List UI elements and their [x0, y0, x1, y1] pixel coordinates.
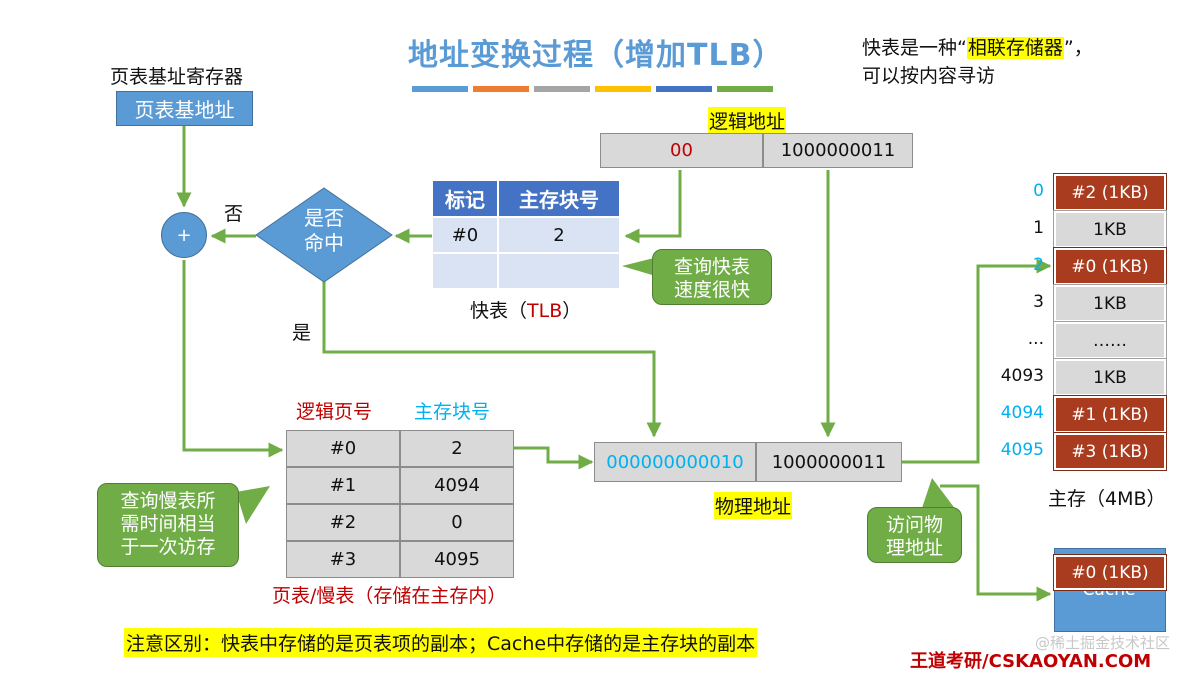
- pagetable-caption: 页表/慢表（存储在主存内）: [272, 585, 507, 607]
- stripe: [717, 86, 773, 92]
- ptbr-box: 页表基地址: [116, 91, 253, 126]
- memory-block: 1KB: [1053, 358, 1167, 397]
- note-line1-pre: 快表是一种“: [862, 37, 967, 59]
- hit-label: 是: [292, 322, 312, 344]
- memory-index: ...: [1027, 329, 1044, 349]
- pagetable-cell: #3: [286, 541, 400, 578]
- arrow-adder-to-pagetable: [182, 260, 284, 458]
- tlb-caption-red: TLB: [527, 300, 563, 322]
- arrow-pagetable-to-physical: [514, 446, 594, 470]
- physical-address-label: 物理地址: [714, 492, 793, 519]
- pagetable-cell: 2: [400, 430, 514, 467]
- arrow-physical-to-memory: [902, 258, 1052, 464]
- memory-index: 2: [1033, 255, 1044, 275]
- tlb-cell: [432, 253, 498, 289]
- tlb-caption: 快表（TLB）: [470, 296, 581, 323]
- memory-block: #0 (1KB): [1053, 247, 1167, 286]
- watermark: @稀土掘金技术社区: [1035, 634, 1171, 652]
- tlb-speed-callout: 查询快表 速度很快: [652, 249, 772, 305]
- note-line1-highlight: 相联存储器: [966, 37, 1064, 59]
- physical-offset-cell: 1000000011: [756, 442, 902, 482]
- pagetable-cell: #2: [286, 504, 400, 541]
- brand-text: 王道考研/CSKAOYAN.COM: [910, 651, 1152, 672]
- main-memory-caption: 主存（4MB）: [1048, 488, 1166, 510]
- tlb-header-block: 主存块号: [498, 180, 620, 217]
- arrow-hit-to-physical: [322, 280, 662, 438]
- slow-callout-tail: [236, 486, 270, 524]
- tlb-cell: 2: [498, 217, 620, 253]
- memory-index: 0: [1033, 181, 1044, 201]
- tlb-callout-line2: 速度很快: [673, 279, 750, 301]
- slow-table-callout: 查询慢表所 需时间相当 于一次访存: [97, 483, 239, 567]
- slow-callout-line2: 需时间相当: [120, 513, 216, 535]
- cache-block: #0 (1KB): [1053, 554, 1167, 591]
- tlb-caption-post: ）: [562, 300, 582, 322]
- slow-callout-line3: 于一次访存: [120, 536, 216, 558]
- logical-page-cell: 00: [600, 133, 763, 168]
- stripe: [595, 86, 651, 92]
- memory-index: 4094: [1000, 403, 1044, 423]
- pagetable-header-block: 主存块号: [414, 401, 491, 423]
- stripe: [656, 86, 712, 92]
- memory-index: 4093: [1000, 366, 1044, 386]
- access-callout-tail: [922, 478, 956, 510]
- tlb-cell: [498, 253, 620, 289]
- pagetable-cell: 4095: [400, 541, 514, 578]
- pagetable-cell: #1: [286, 467, 400, 504]
- page-title: 地址变换过程（增加TLB）: [408, 38, 784, 73]
- ptbr-label: 页表基址寄存器: [110, 66, 244, 88]
- decision-line1: 是否: [304, 206, 344, 230]
- memory-block: 1KB: [1053, 284, 1167, 323]
- arrow-page-to-tlb: [624, 170, 682, 244]
- tlb-callout-line1: 查询快表: [673, 256, 750, 278]
- tlb-cell: #0: [432, 217, 498, 253]
- access-callout-line2: 理地址: [885, 537, 943, 559]
- pagetable-header-page: 逻辑页号: [296, 401, 373, 423]
- memory-block: #1 (1KB): [1053, 395, 1167, 434]
- arrow-physical-to-cache: [940, 484, 1052, 602]
- note-line1-post: ”，: [1063, 37, 1093, 59]
- physical-block-cell: 000000000010: [594, 442, 756, 482]
- miss-label: 否: [224, 203, 244, 225]
- tlb-caption-pre: 快表（: [470, 300, 528, 322]
- access-callout-line1: 访问物: [885, 514, 943, 536]
- stripe: [473, 86, 529, 92]
- pagetable-cell: 4094: [400, 467, 514, 504]
- decision-diamond: [255, 187, 393, 283]
- memory-index: 3: [1033, 292, 1044, 312]
- stripe: [412, 86, 468, 92]
- logical-offset-cell: 1000000011: [763, 133, 913, 168]
- access-callout: 访问物 理地址: [867, 507, 962, 563]
- bottom-note: 注意区别：快表中存储的是页表项的副本；Cache中存储的是主存块的副本: [124, 628, 758, 657]
- memory-block: #2 (1KB): [1053, 173, 1167, 212]
- memory-index: 4095: [1000, 440, 1044, 460]
- memory-block: ……: [1053, 321, 1167, 360]
- pagetable-cell: 0: [400, 504, 514, 541]
- memory-block: #3 (1KB): [1053, 432, 1167, 471]
- associative-memory-note: 快表是一种“相联存储器”， 可以按内容寻访: [862, 34, 1093, 90]
- memory-index: 1: [1033, 218, 1044, 238]
- note-line2: 可以按内容寻访: [862, 65, 996, 87]
- decision-line2: 命中: [304, 231, 344, 255]
- stripe: [534, 86, 590, 92]
- slow-callout-line1: 查询慢表所: [120, 490, 216, 512]
- memory-block: 1KB: [1053, 210, 1167, 249]
- pagetable-cell: #0: [286, 430, 400, 467]
- decision-text: 是否 命中: [254, 206, 394, 256]
- tlb-header-tag: 标记: [432, 180, 498, 217]
- adder-circle: +: [161, 212, 207, 258]
- logical-address-label: 逻辑地址: [708, 107, 787, 134]
